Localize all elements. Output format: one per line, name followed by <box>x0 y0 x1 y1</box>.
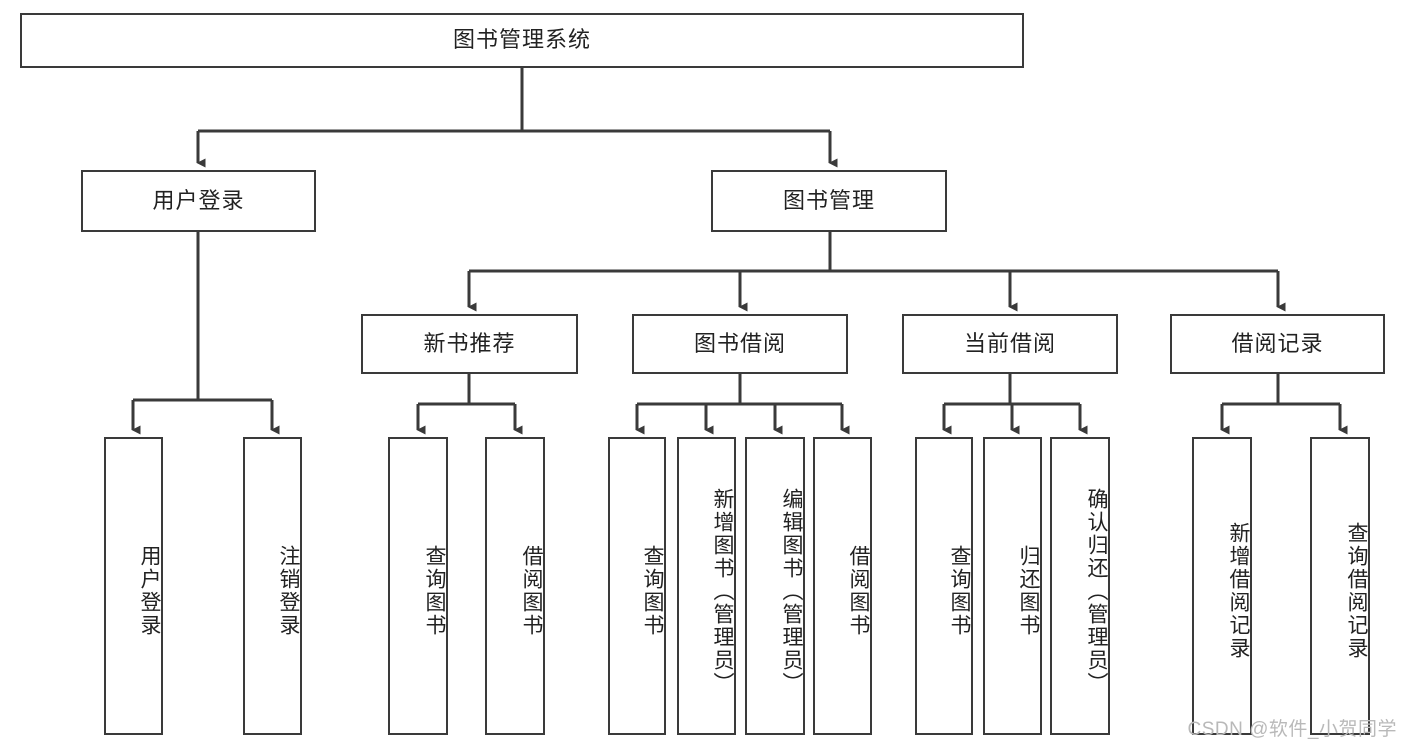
node-leaf-add-record-label: 新增借阅记录 <box>1227 522 1250 660</box>
node-leaf-logout-login-label: 注销登录 <box>277 545 300 637</box>
node-leaf-borrow-book-1[interactable]: 借阅图书 <box>485 437 545 735</box>
node-leaf-user-login-label: 用户登录 <box>138 545 161 637</box>
node-leaf-borrow-book-2[interactable]: 借阅图书 <box>813 437 872 735</box>
node-book-borrow[interactable]: 图书借阅 <box>632 314 848 374</box>
node-leaf-confirm-return[interactable]: 确认归还（管理员） <box>1050 437 1110 735</box>
node-leaf-edit-book-label: 编辑图书（管理员） <box>780 487 803 695</box>
node-root-label: 图书管理系统 <box>452 27 591 53</box>
node-leaf-query-book-1-label: 查询图书 <box>423 545 446 637</box>
node-leaf-return-book[interactable]: 归还图书 <box>983 437 1042 735</box>
node-book-manage-label: 图书管理 <box>782 187 875 213</box>
node-leaf-logout-login[interactable]: 注销登录 <box>243 437 302 735</box>
node-leaf-add-book-label: 新增图书（管理员） <box>711 487 734 695</box>
node-root[interactable]: 图书管理系统 <box>20 13 1024 68</box>
node-leaf-user-login[interactable]: 用户登录 <box>104 437 163 735</box>
node-borrow-record-label: 借阅记录 <box>1231 330 1324 356</box>
node-new-book-recommend[interactable]: 新书推荐 <box>361 314 578 374</box>
node-book-borrow-label: 图书借阅 <box>693 330 786 356</box>
node-leaf-borrow-book-1-label: 借阅图书 <box>520 545 543 637</box>
node-leaf-borrow-book-2-label: 借阅图书 <box>847 545 870 637</box>
node-new-book-recommend-label: 新书推荐 <box>423 330 516 356</box>
node-leaf-return-book-label: 归还图书 <box>1017 545 1040 637</box>
node-current-borrow-label: 当前借阅 <box>963 330 1056 356</box>
node-leaf-query-book-1[interactable]: 查询图书 <box>388 437 448 735</box>
node-leaf-query-book-3[interactable]: 查询图书 <box>915 437 973 735</box>
node-leaf-query-record[interactable]: 查询借阅记录 <box>1310 437 1370 735</box>
csdn-watermark: CSDN @软件_小贺同学 <box>1187 719 1397 740</box>
node-leaf-query-book-2-label: 查询图书 <box>641 545 664 637</box>
node-book-manage[interactable]: 图书管理 <box>711 170 947 232</box>
node-user-login[interactable]: 用户登录 <box>81 170 316 232</box>
node-leaf-query-book-2[interactable]: 查询图书 <box>608 437 666 735</box>
node-leaf-add-book[interactable]: 新增图书（管理员） <box>677 437 736 735</box>
node-current-borrow[interactable]: 当前借阅 <box>902 314 1118 374</box>
node-user-login-label: 用户登录 <box>152 187 245 213</box>
node-borrow-record[interactable]: 借阅记录 <box>1170 314 1385 374</box>
node-leaf-edit-book[interactable]: 编辑图书（管理员） <box>745 437 805 735</box>
node-leaf-query-record-label: 查询借阅记录 <box>1345 522 1368 660</box>
node-leaf-query-book-3-label: 查询图书 <box>948 545 971 637</box>
node-leaf-add-record[interactable]: 新增借阅记录 <box>1192 437 1252 735</box>
node-leaf-confirm-return-label: 确认归还（管理员） <box>1085 487 1108 695</box>
